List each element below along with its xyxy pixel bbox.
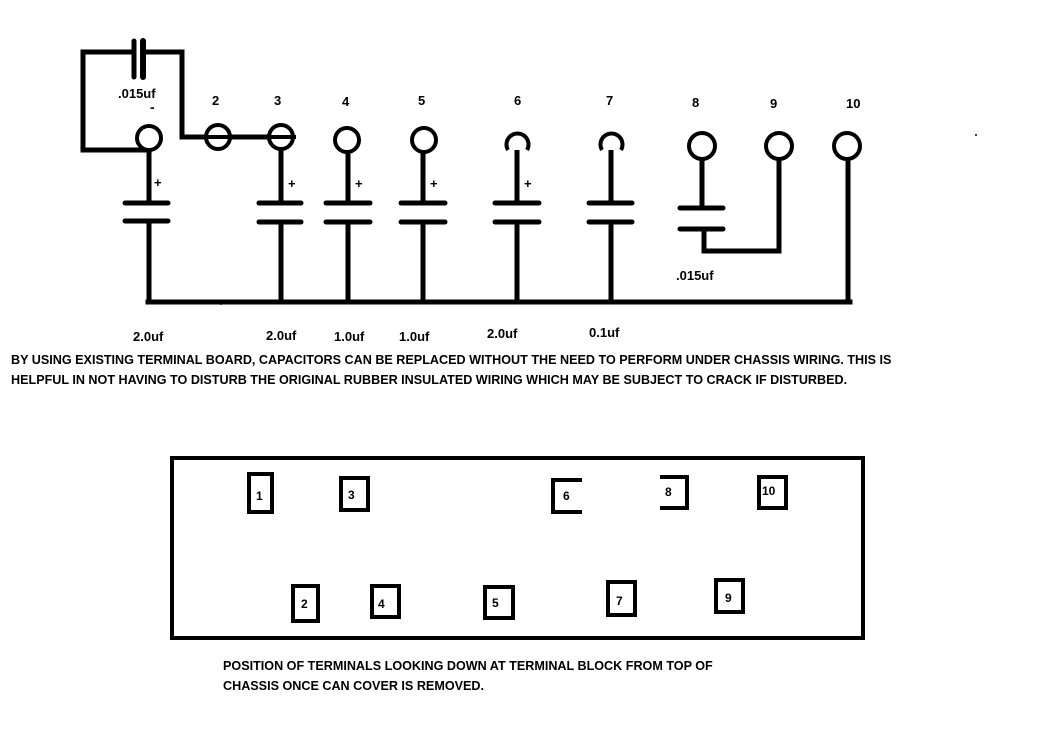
cap-value-4: 1.0uf: [334, 329, 365, 344]
terminal-7: [598, 131, 625, 152]
plus-sign: +: [355, 176, 363, 191]
capacitor-terminal-1: + 2.0uf: [122, 124, 171, 344]
terminal-8: [687, 131, 717, 161]
pin-label-5: 5: [492, 596, 499, 610]
capacitor-terminal-7: 0.1uf: [586, 131, 635, 340]
terminal-block-pin-3: 3: [339, 476, 370, 512]
note-line-2: HELPFUL IN NOT HAVING TO DISTURB THE ORI…: [11, 373, 848, 387]
terminal-block-pin-7: 7: [606, 580, 637, 617]
terminal-block-pin-8: 8: [660, 475, 689, 510]
terminal-label-2: 2: [212, 93, 219, 108]
pin-label-7: 7: [616, 594, 623, 608]
terminal-block-pin-6: 6: [551, 478, 582, 514]
terminal-label-4: 4: [342, 94, 350, 109]
wire-terminal-10: [832, 131, 862, 305]
terminal-block-pin-10: 10: [757, 475, 788, 510]
top-coupling-capacitor: .015uf -: [80, 38, 208, 153]
pin-label-10: 10: [762, 484, 776, 498]
block-note-line-1: POSITION OF TERMINALS LOOKING DOWN AT TE…: [223, 659, 713, 673]
pin-label-4: 4: [378, 597, 385, 611]
cap-value-7: 0.1uf: [589, 325, 620, 340]
terminal-9: [764, 131, 794, 161]
plus-sign: +: [154, 175, 162, 190]
terminal-block-pin-9: 9: [714, 578, 745, 614]
note-line-1: BY USING EXISTING TERMINAL BOARD, CAPACI…: [11, 353, 892, 367]
cap-value-8-9: .015uf: [676, 268, 714, 283]
capacitor-terminal-8-9: .015uf: [676, 131, 794, 283]
pin-label-1: 1: [256, 489, 263, 503]
terminal-block-pin-1: 1: [247, 472, 274, 514]
terminal-4: [333, 126, 361, 154]
terminal-1: [135, 124, 163, 152]
pin-label-9: 9: [725, 591, 732, 605]
block-note-line-2: CHASSIS ONCE CAN COVER IS REMOVED.: [223, 679, 485, 693]
pin-label-2: 2: [301, 597, 308, 611]
cap-value-3: 2.0uf: [266, 328, 297, 343]
cap-value-6: 2.0uf: [487, 326, 518, 341]
terminal-block-outline: [170, 456, 865, 640]
loop-wire-right: [142, 49, 208, 140]
terminal-label-3: 3: [274, 93, 281, 108]
terminal-label-10: 10: [846, 96, 860, 111]
capacitor-terminal-3: + 2.0uf: [256, 123, 304, 343]
terminal-label-5: 5: [418, 93, 425, 108]
terminal-6: [504, 131, 531, 152]
terminal-block-pin-4: 4: [370, 584, 401, 619]
terminal-label-6: 6: [514, 93, 521, 108]
terminal-label-9: 9: [770, 96, 777, 111]
stray-dot: [220, 303, 222, 305]
pin-label-6: 6: [563, 489, 570, 503]
plus-sign: +: [288, 176, 296, 191]
pin-label-8: 8: [665, 485, 672, 499]
minus-sign: -: [150, 99, 155, 115]
terminal-5: [410, 126, 438, 154]
loop-wire-left: [80, 49, 151, 153]
terminal-block-pin-2: 2: [291, 584, 320, 623]
pin-label-3: 3: [348, 488, 355, 502]
terminal-label-7: 7: [606, 93, 613, 108]
plus-sign: +: [524, 176, 532, 191]
cap-value-1: 2.0uf: [133, 329, 164, 344]
terminal-10: [832, 131, 862, 161]
stray-dot: [975, 134, 977, 136]
top-cap-value: .015uf: [118, 86, 156, 101]
cap-value-5: 1.0uf: [399, 329, 430, 344]
terminal-block-pin-5: 5: [483, 585, 515, 620]
plus-sign: +: [430, 176, 438, 191]
terminal-label-8: 8: [692, 95, 699, 110]
capacitor-terminal-4: + 1.0uf: [323, 126, 373, 344]
capacitor-terminal-5: + 1.0uf: [398, 126, 448, 344]
capacitor-terminal-6: + 2.0uf: [487, 131, 542, 341]
